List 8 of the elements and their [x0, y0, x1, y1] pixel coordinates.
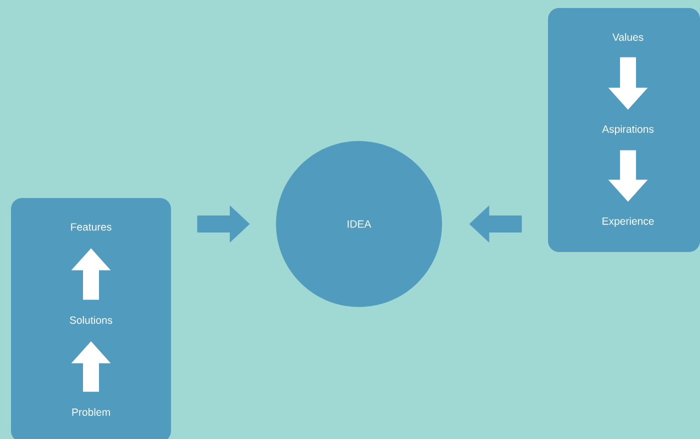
step-label: Features — [71, 223, 112, 231]
step-label: Values — [612, 33, 644, 41]
step-label: Solutions — [70, 316, 112, 324]
panel — [548, 8, 700, 252]
panel — [11, 198, 171, 439]
step-label: Problem — [72, 408, 110, 416]
step-label: Aspirations — [602, 125, 654, 135]
step-label: Experience — [602, 217, 654, 227]
